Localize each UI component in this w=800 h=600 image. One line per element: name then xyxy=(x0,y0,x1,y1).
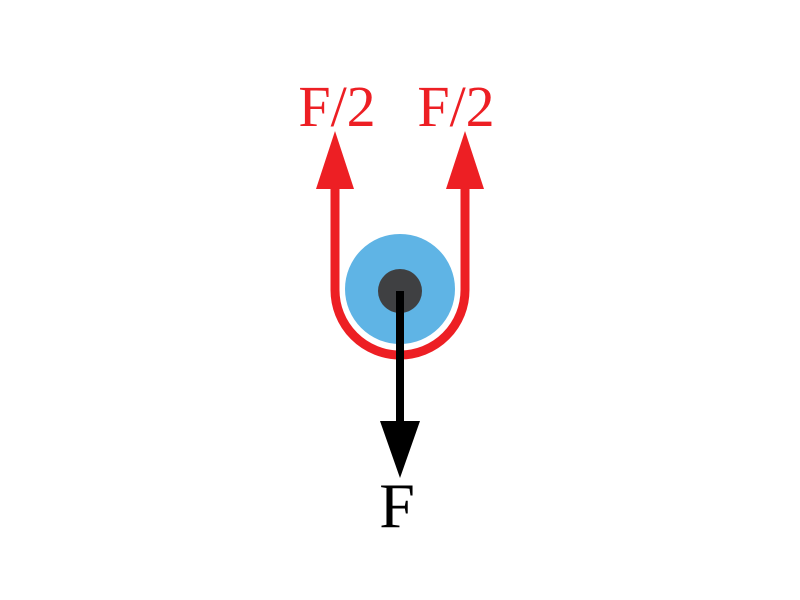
applied-force-arrowhead-icon xyxy=(380,421,420,478)
left-tension-arrowhead-icon xyxy=(316,131,354,189)
left-tension-label: F/2 xyxy=(298,74,375,139)
applied-force-label: F xyxy=(379,470,415,541)
right-tension-arrowhead-icon xyxy=(446,131,484,189)
right-tension-label: F/2 xyxy=(417,74,494,139)
